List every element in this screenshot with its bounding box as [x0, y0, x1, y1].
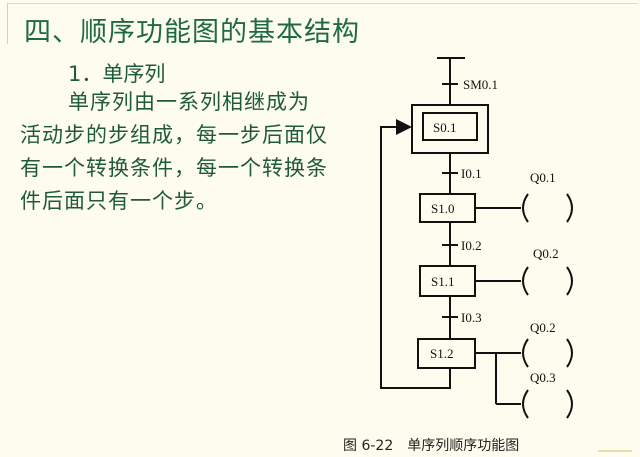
description-text: 单序列由一系列相继成为活动步的步组成，每一步后面仅有一个转换条件，每一个转换条件…	[20, 90, 328, 213]
action-coils	[475, 193, 573, 419]
step-label: S1.0	[431, 201, 454, 216]
transition-label: I0.2	[461, 238, 482, 253]
output-label: Q0.2	[533, 246, 559, 261]
initial-step-inner	[422, 112, 478, 141]
step-label: S1.2	[430, 346, 453, 361]
initial-step-outer	[411, 104, 489, 154]
output-label: Q0.3	[530, 370, 556, 385]
main-flow-line	[437, 57, 465, 339]
page-title: 四、顺序功能图的基本结构	[24, 17, 360, 48]
output-label: Q0.1	[530, 170, 556, 185]
step-label: S1.1	[431, 274, 454, 289]
step-label: S0.1	[433, 120, 456, 135]
init-condition-label: SM0.1	[463, 77, 498, 92]
output-label: Q0.2	[530, 320, 556, 335]
loop-back-arrow	[380, 119, 451, 389]
section-heading: 1．单序列	[68, 62, 166, 86]
description-paragraph: 单序列由一系列相继成为活动步的步组成，每一步后面仅有一个转换条件，每一个转换条件…	[20, 86, 330, 218]
figure-caption: 图 6-22 单序列顺序功能图	[343, 438, 520, 454]
title-frame	[7, 3, 638, 44]
transition-label: I0.3	[461, 310, 482, 325]
transition-label: I0.1	[461, 166, 482, 181]
